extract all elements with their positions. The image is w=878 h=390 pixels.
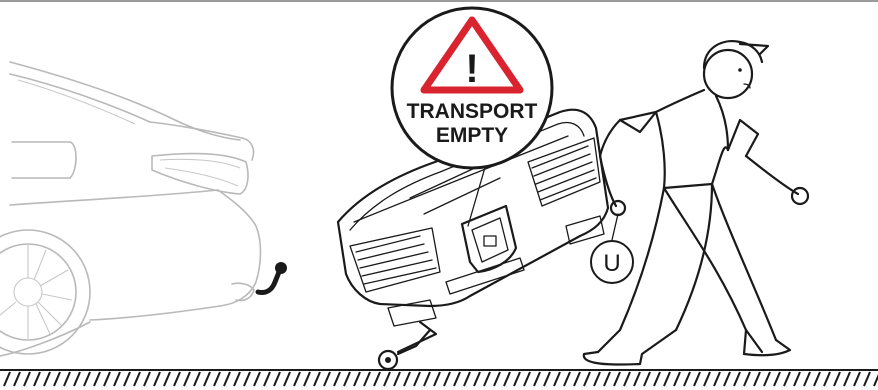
ground-hatch [604, 372, 610, 386]
ground-hatch [614, 372, 620, 386]
ground-hatch [574, 372, 580, 386]
ground-hatch [304, 372, 310, 386]
ground-hatch [724, 372, 730, 386]
ground-hatch [764, 372, 770, 386]
ground-hatch [684, 372, 690, 386]
ground-hatch [94, 372, 100, 386]
ground-hatch [284, 372, 290, 386]
ground-hatch [644, 372, 650, 386]
warning-line-1: TRANSPORT [407, 100, 538, 123]
ground-hatch [384, 372, 390, 386]
ground-hatch [664, 372, 670, 386]
ground-hatch [294, 372, 300, 386]
ground-hatch [134, 372, 140, 386]
ground-hatch [194, 372, 200, 386]
ground-hatch [594, 372, 600, 386]
ground-hatch [674, 372, 680, 386]
ground-hatch [634, 372, 640, 386]
ground-hatch [824, 372, 830, 386]
ground-hatch [844, 372, 850, 386]
ground-hatch [314, 372, 320, 386]
ground-hatch [704, 372, 710, 386]
ground-hatch [254, 372, 260, 386]
ground-hatch [184, 372, 190, 386]
ground-hatch [14, 372, 20, 386]
car-rear-illustration [0, 62, 261, 356]
ground-hatch [874, 372, 878, 386]
ground-hatch [834, 372, 840, 386]
warning-exclamation: ! [465, 47, 478, 91]
ground-hatch [544, 372, 550, 386]
ground-hatch [854, 372, 860, 386]
ground-hatch [484, 372, 490, 386]
ground-hatch [174, 372, 180, 386]
ground-hatch [694, 372, 700, 386]
ground-hatch [754, 372, 760, 386]
ground-hatch [864, 372, 870, 386]
ground-hatch [64, 372, 70, 386]
ground-hatch [154, 372, 160, 386]
ground-hatch [414, 372, 420, 386]
ground-hatch [434, 372, 440, 386]
ground-hatch [44, 372, 50, 386]
ground-hatch [244, 372, 250, 386]
ground-hatch [424, 372, 430, 386]
ground-hatch [504, 372, 510, 386]
ground-hatch [4, 372, 10, 386]
ground-hatch [744, 372, 750, 386]
ground-hatch [114, 372, 120, 386]
ground-hatch [224, 372, 230, 386]
ground-hatch [344, 372, 350, 386]
ground-hatch [274, 372, 280, 386]
ground-hatch [474, 372, 480, 386]
ground-hatch [374, 372, 380, 386]
warning-callout: ! TRANSPORT EMPTY [392, 8, 552, 168]
ground-hatch [564, 372, 570, 386]
ground-hatch [404, 372, 410, 386]
ground-hatch [554, 372, 560, 386]
hand-marker-label: U [603, 250, 620, 277]
tow-ball-hitch-icon [258, 262, 287, 293]
ground-hatch [264, 372, 270, 386]
ground-hatch [334, 372, 340, 386]
ground-hatch [464, 372, 470, 386]
ground-hatch [84, 372, 90, 386]
ground-hatch [514, 372, 520, 386]
ground-hatch [804, 372, 810, 386]
ground-hatch [144, 372, 150, 386]
ground-hatch [494, 372, 500, 386]
ground-hatch [234, 372, 240, 386]
ground-hatch [364, 372, 370, 386]
ground-hatch [524, 372, 530, 386]
ground-hatch [784, 372, 790, 386]
ground-hatch [34, 372, 40, 386]
ground-hatch [204, 372, 210, 386]
ground-hatch [734, 372, 740, 386]
ground-hatch [24, 372, 30, 386]
ground-hatch [814, 372, 820, 386]
ground-line [0, 370, 878, 386]
ground-hatch [654, 372, 660, 386]
ground-hatch [584, 372, 590, 386]
ground-hatch [714, 372, 720, 386]
ground-hatch [534, 372, 540, 386]
ground-hatch [794, 372, 800, 386]
ground-hatch [624, 372, 630, 386]
ground-hatch [214, 372, 220, 386]
ground-hatch [394, 372, 400, 386]
ground-hatch [324, 372, 330, 386]
ground-hatch [164, 372, 170, 386]
ground-hatch [54, 372, 60, 386]
warning-line-2: EMPTY [436, 124, 508, 147]
ground-hatch [774, 372, 780, 386]
ground-hatch [74, 372, 80, 386]
walking-person-illustration [584, 41, 808, 364]
ground-hatch [124, 372, 130, 386]
ground-hatch [444, 372, 450, 386]
ground-hatch [454, 372, 460, 386]
ground-hatch [104, 372, 110, 386]
ground-hatch [354, 372, 360, 386]
